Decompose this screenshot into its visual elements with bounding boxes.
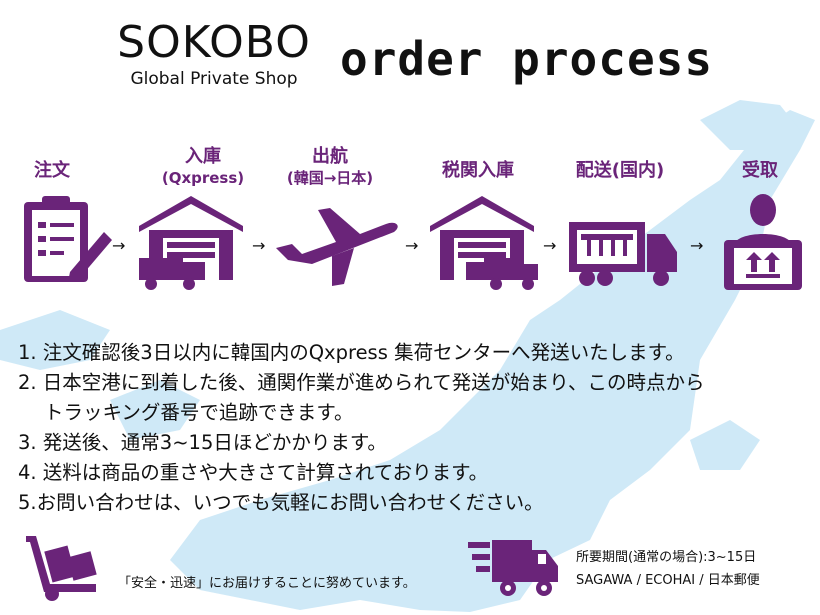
- delivery-info: 所要期間(通常の場合):3~15日 SAGAWA / ECOHAI / 日本郵便: [576, 546, 760, 592]
- step-label-flight: 出航 (韓国→日本): [270, 146, 390, 188]
- safety-message: 「安全・迅速」にお届けすることに努めています。: [118, 576, 416, 591]
- step-label-customs: 税関入庫: [428, 160, 528, 182]
- carrier-list: SAGAWA / ECOHAI / 日本郵便: [576, 573, 760, 588]
- arrow-icon: →: [405, 236, 419, 255]
- hand-truck-icon: [26, 536, 97, 601]
- arrow-icon: →: [690, 236, 704, 255]
- step-subtitle: (韓国→日本): [286, 169, 374, 187]
- step-label-order: 注文: [22, 160, 82, 182]
- step-label-warehouse: 入庫 (Qxpress): [148, 146, 258, 188]
- step-title: 税関入庫: [442, 160, 514, 181]
- note-5: 5.お問い合わせは、いつでも気軽にお問い合わせください。: [18, 491, 544, 514]
- step-title: 入庫: [185, 146, 221, 167]
- note-4: 4. 送料は商品の重さや大きさて計算されております。: [18, 461, 489, 484]
- step-title: 出航: [312, 146, 348, 167]
- step-title: 配送(国内): [575, 160, 665, 181]
- step-label-delivery: 配送(国内): [565, 160, 675, 182]
- person-package-icon: [724, 194, 802, 290]
- brand-block: SOKOBO Global Private Shop: [108, 18, 320, 90]
- process-notes: 1. 注文確認後3日以内に韓国内のQxpress 集荷センターへ発送いたします。…: [18, 338, 818, 518]
- warehouse-truck-icon: [139, 196, 243, 290]
- arrow-icon: →: [252, 236, 266, 255]
- note-1: 1. 注文確認後3日以内に韓国内のQxpress 集荷センターへ発送いたします。: [18, 341, 685, 364]
- note-2: 2. 日本空港に到着した後、通関作業が進められて発送が始まり、この時点から: [18, 371, 705, 394]
- airplane-icon: [276, 208, 398, 286]
- note-3: 3. 発送後、通常3~15日ほどかかります。: [18, 431, 387, 454]
- delivery-truck-icon: [569, 222, 677, 286]
- clipboard-pen-icon: [24, 196, 112, 282]
- page-title: order process: [340, 32, 714, 86]
- arrow-icon: →: [112, 236, 126, 255]
- step-label-receive: 受取: [725, 160, 795, 182]
- step-title: 注文: [34, 160, 70, 181]
- brand-tagline: Global Private Shop: [130, 69, 298, 89]
- warehouse-truck-icon: [430, 196, 538, 290]
- brand-name: SOKOBO: [117, 17, 311, 68]
- delivery-period: 所要期間(通常の場合):3~15日: [576, 550, 757, 565]
- fast-delivery-truck-icon: [468, 540, 558, 596]
- arrow-icon: →: [543, 236, 557, 255]
- note-2-continued: トラッキング番号で追跡できます。: [44, 401, 354, 424]
- step-subtitle: (Qxpress): [161, 169, 245, 187]
- step-title: 受取: [742, 160, 778, 181]
